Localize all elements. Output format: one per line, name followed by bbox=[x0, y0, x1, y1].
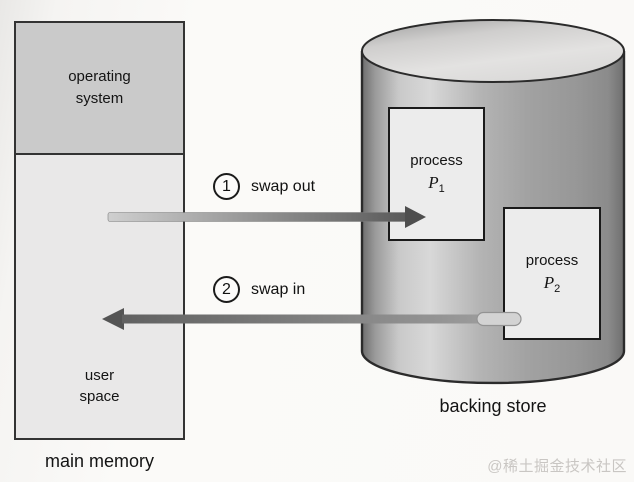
user-space-region: user space bbox=[16, 155, 183, 438]
process-p2-box: process P2 bbox=[503, 207, 601, 340]
process-p1-label: process P1 bbox=[410, 150, 463, 197]
step-1-circle: 1 bbox=[213, 173, 240, 200]
swap-in-label: swap in bbox=[251, 280, 306, 298]
operating-system-label: operating system bbox=[68, 68, 131, 107]
swap-in-tag: 2 swap in bbox=[213, 276, 305, 303]
operating-system-region: operating system bbox=[16, 23, 183, 155]
process-p1-symbol: P bbox=[428, 173, 439, 193]
process-p2-symbol: P bbox=[543, 272, 555, 292]
swap-out-tag: 1 swap out bbox=[213, 173, 315, 200]
main-memory-caption: main memory bbox=[44, 451, 155, 471]
process-p1-subscript: 1 bbox=[438, 183, 445, 196]
backing-store-caption: backing store bbox=[439, 396, 547, 416]
step-2-circle: 2 bbox=[213, 276, 240, 303]
user-space-label: user space bbox=[79, 366, 120, 406]
process-p2-title: process bbox=[525, 251, 579, 269]
watermark: @稀土掘金技术社区 bbox=[487, 458, 627, 475]
swap-out-label: swap out bbox=[251, 177, 316, 195]
process-p2-label: process P2 bbox=[526, 250, 579, 297]
cylinder-top bbox=[361, 19, 625, 83]
main-memory-box: operating system user space bbox=[14, 21, 185, 440]
process-p2-subscript: 2 bbox=[554, 282, 561, 295]
process-p1-box: process P1 bbox=[388, 107, 485, 241]
process-p1-title: process bbox=[410, 152, 463, 170]
